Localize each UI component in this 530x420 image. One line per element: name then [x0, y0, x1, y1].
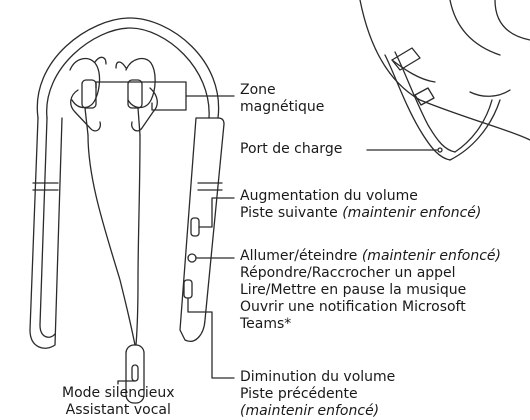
- volume-up-button: [191, 218, 199, 236]
- mute-label-line1: Mode silencieux: [62, 385, 175, 402]
- volume-down-hold-note: (maintenir enfoncé): [240, 403, 395, 420]
- volume-up-hold-note: (maintenir enfoncé): [342, 205, 481, 221]
- multifunction-label-line1: Allumer/éteindre (maintenir enfoncé): [240, 248, 501, 265]
- power-text: Allumer/éteindre: [240, 248, 362, 264]
- magnetic-zone-label-line1: Zone: [240, 82, 324, 99]
- multifunction-label-line2: Répondre/Raccrocher un appel: [240, 265, 501, 282]
- right-earbud: [116, 59, 157, 135]
- volume-down-label: Diminution du volume Piste précédente (m…: [240, 369, 395, 420]
- mute-label-line2: Assistant vocal: [62, 402, 175, 419]
- volume-down-label-line1: Diminution du volume: [240, 369, 395, 386]
- multifunction-label: Allumer/éteindre (maintenir enfoncé) Rép…: [240, 248, 501, 333]
- magnetic-zone-bracket: [96, 82, 186, 110]
- volume-down-button: [184, 280, 192, 298]
- volume-up-label: Augmentation du volume Piste suivante (m…: [240, 188, 481, 222]
- wearing-inset-illustration: [360, 0, 530, 160]
- volume-up-label-line1: Augmentation du volume: [240, 188, 481, 205]
- left-earbud: [70, 57, 106, 135]
- volume-up-next-track-text: Piste suivante: [240, 205, 342, 221]
- multifunction-button: [188, 254, 196, 262]
- volume-down-label-line2: Piste précédente: [240, 386, 395, 403]
- magnetic-zone-label: Zone magnétique: [240, 82, 324, 116]
- mute-button: [132, 365, 138, 381]
- power-hold-note: (maintenir enfoncé): [362, 248, 501, 264]
- multifunction-label-line4: Ouvrir une notification Microsoft: [240, 299, 501, 316]
- mute-label: Mode silencieux Assistant vocal: [62, 385, 175, 419]
- right-neckband-arm: [180, 118, 224, 341]
- multifunction-label-line5: Teams*: [240, 316, 501, 333]
- magnetic-zone-label-line2: magnétique: [240, 99, 324, 116]
- multifunction-label-line3: Lire/Mettre en pause la musique: [240, 282, 501, 299]
- volume-up-label-line2: Piste suivante (maintenir enfoncé): [240, 205, 481, 222]
- charging-port-label: Port de charge: [240, 141, 342, 158]
